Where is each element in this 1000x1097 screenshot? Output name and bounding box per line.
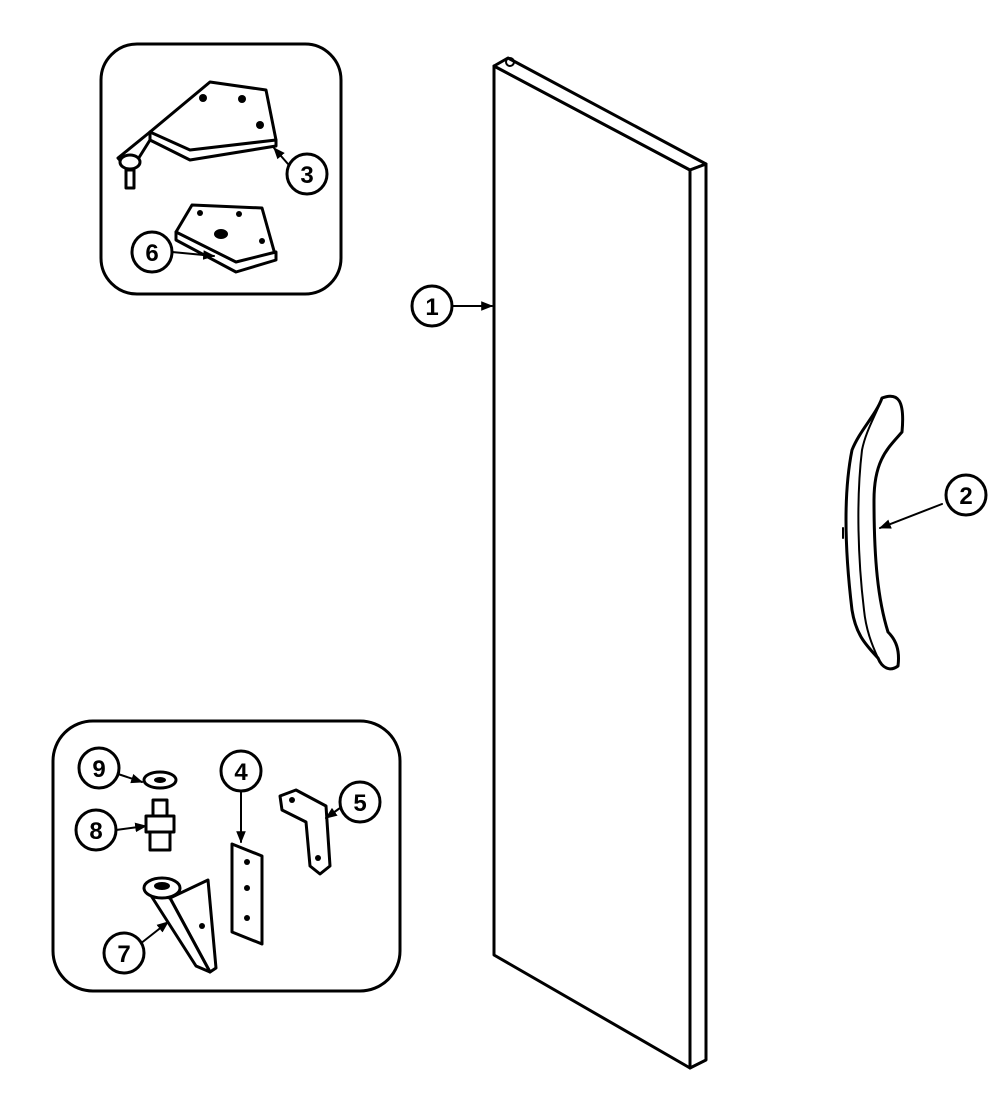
callout-4: 4 [219, 749, 263, 793]
svg-text:2: 2 [959, 483, 972, 510]
svg-text:7: 7 [117, 941, 130, 968]
svg-text:1: 1 [425, 294, 438, 321]
hinge-shim [174, 203, 278, 274]
bottom-hinge [142, 876, 218, 974]
svg-text:5: 5 [353, 790, 366, 817]
callout-9: 9 [77, 746, 121, 790]
door-panel [492, 56, 708, 1070]
leader-lines [115, 147, 943, 945]
callout-1: 1 [410, 284, 454, 328]
washer [142, 770, 178, 790]
svg-text:4: 4 [234, 759, 248, 786]
callout-6: 6 [130, 230, 174, 274]
callout-3: 3 [285, 152, 329, 196]
callout-8: 8 [74, 808, 118, 852]
hinge-plate [230, 842, 264, 946]
svg-text:8: 8 [89, 818, 102, 845]
door-handle [842, 394, 905, 671]
hinge-inset-bottom [51, 719, 402, 993]
svg-text:3: 3 [300, 162, 313, 189]
callout-2: 2 [944, 473, 988, 517]
callout-7: 7 [102, 931, 146, 975]
stop-bracket [278, 788, 332, 876]
hinge-pin [144, 798, 176, 852]
svg-text:6: 6 [145, 240, 158, 267]
svg-text:9: 9 [92, 756, 105, 783]
callout-5: 5 [338, 780, 382, 824]
top-hinge [116, 80, 278, 190]
hinge-inset-top [99, 42, 343, 296]
